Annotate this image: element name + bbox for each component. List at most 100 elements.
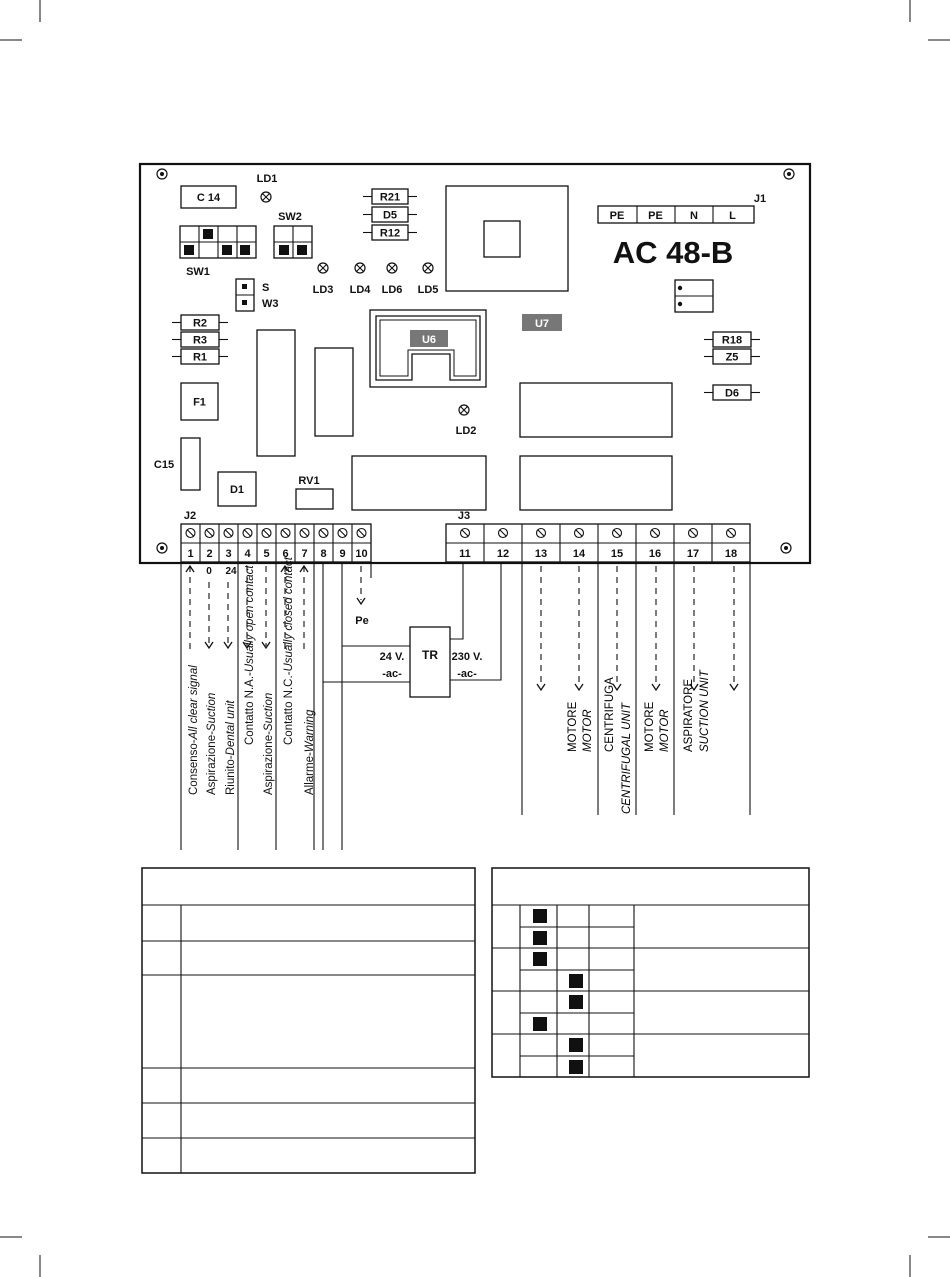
- j2-screw-slot: [206, 529, 213, 537]
- j2-wire-label-italic: Suction: [206, 693, 218, 731]
- dip-cell-filled: [533, 1017, 547, 1031]
- j2-arrow-down: [223, 641, 233, 650]
- j1-pin-label: L: [729, 210, 736, 222]
- j3-wire-label-italic: MOTOR: [582, 709, 594, 752]
- j2-terminal-number: 6: [282, 548, 288, 560]
- dip-cell-filled: [569, 1038, 583, 1052]
- j2-screw-slot: [320, 529, 327, 537]
- j3-terminal-number: 14: [573, 548, 586, 560]
- d6-diode-label: D6: [725, 388, 739, 400]
- j2-wire-label-italic: Suction: [263, 693, 275, 731]
- j2-screw-slot: [225, 529, 232, 537]
- pe-arrow: [356, 597, 366, 606]
- tr-ac-left-label: -ac-: [382, 668, 402, 680]
- r21-resistor-label: R21: [380, 192, 400, 204]
- ld2-label: LD2: [456, 425, 477, 437]
- ld1-led-cross-b: [262, 193, 270, 201]
- ld5-led-cross-b: [424, 264, 432, 272]
- c15-label: C15: [154, 459, 174, 471]
- j3-wire-label: MOTORE: [567, 701, 579, 752]
- j2-screw-slot: [263, 529, 270, 537]
- ld6-led-cross-b: [388, 264, 396, 272]
- s-label: S: [262, 282, 269, 294]
- j3-terminal-number: 12: [497, 548, 509, 560]
- j2-screw-slot: [358, 529, 365, 537]
- j2-terminal-number: 1: [187, 548, 193, 560]
- j3-terminal-number: 13: [535, 548, 547, 560]
- right-table: [491, 867, 810, 1078]
- ld2-led-cross-b: [460, 406, 468, 414]
- w3-label: W3: [262, 298, 279, 310]
- u6-chip: [410, 330, 448, 347]
- j3-terminal-number: 16: [649, 548, 661, 560]
- j3-screw-slot: [461, 529, 469, 537]
- ld4-label: LD4: [350, 284, 372, 296]
- j2-wire-label: Contatto N.C.-Usually closed contact: [283, 556, 295, 745]
- j3-terminal-number: 15: [611, 548, 623, 560]
- board-outline: [138, 162, 812, 565]
- ld6-label: LD6: [382, 284, 403, 296]
- j1-pin-label: PE: [610, 210, 625, 222]
- j3-arrow-down: [536, 683, 546, 692]
- tr-230v-label: 230 V.: [452, 651, 483, 663]
- z5-zener-label: Z5: [726, 352, 739, 364]
- relay-upper: [519, 382, 673, 438]
- connector-pin: [677, 301, 683, 307]
- transformer-core: [483, 220, 521, 258]
- c15-capacitor: [180, 437, 201, 491]
- j3-label: J3: [458, 510, 470, 522]
- ic-tall-left: [256, 329, 296, 457]
- f1-fuse: [180, 382, 219, 421]
- j3-wire-label: MOTORE: [644, 701, 656, 752]
- j2-terminal-number: 10: [355, 548, 367, 560]
- r1-resistor-label: R1: [193, 352, 207, 364]
- j2-screw-slot: [244, 529, 251, 537]
- j3-arrow-down: [574, 683, 584, 692]
- j1-terminal-block: [597, 205, 755, 224]
- j3-wire-label-italic: CENTRIFUGAL UNIT: [621, 702, 633, 814]
- j2-arrow-up: [299, 564, 309, 573]
- model-title: AC 48-B: [613, 235, 734, 270]
- j3-wire-label: ASPIRATORE: [683, 679, 695, 752]
- r12-resistor-label: R12: [380, 228, 400, 240]
- w3-pin: [242, 300, 247, 305]
- j2-wire-label: Aspirazione-Suction: [206, 693, 218, 795]
- j2-arrow-up: [280, 564, 290, 573]
- j3-screw-slot: [575, 529, 583, 537]
- connector-pin: [677, 285, 683, 291]
- j2-wire-label-italic: Usually open contact: [244, 565, 256, 673]
- u7-chip: [522, 314, 562, 331]
- d5-diode-label: D5: [383, 210, 397, 222]
- tr-secondary-wire: [450, 562, 464, 640]
- dip-cell-filled: [569, 995, 583, 1009]
- j2-wire-label: Riunito-Dental unit: [225, 700, 237, 795]
- pe-label: Pe: [355, 615, 368, 627]
- j2-wire-label: Aspirazione-Suction: [263, 693, 275, 795]
- mount-hole-bottom-right-center: [784, 546, 788, 550]
- terminal2-sublabel: 0: [206, 566, 212, 577]
- j3-wire-label-italic: MOTOR: [659, 709, 671, 752]
- j3-arrow-down: [729, 683, 739, 692]
- j2-arrow-down: [261, 641, 271, 650]
- u6-heatsink-outer: [369, 309, 487, 388]
- j1-label: J1: [754, 193, 766, 205]
- ld4-led-cross-b: [356, 264, 364, 272]
- j2-arrow-down: [204, 641, 214, 650]
- j2-wire-label-text: Consenso-: [188, 739, 200, 795]
- j2-wire-label-text: Riunito-: [225, 755, 237, 795]
- sw1-dip-on: [240, 245, 250, 255]
- j2-wire-label: Allarme-Warning: [304, 709, 316, 795]
- r18-resistor-label: R18: [722, 335, 742, 347]
- j3-screw-slot: [613, 529, 621, 537]
- terminal3-sublabel: 24: [225, 566, 237, 577]
- j3-terminal-number: 18: [725, 548, 737, 560]
- sw2-label: SW2: [278, 211, 302, 223]
- j3-screw-slot: [727, 529, 735, 537]
- j1-pin-label: N: [690, 210, 698, 222]
- d1-diode-label: D1: [230, 484, 244, 496]
- j2-label: J2: [184, 510, 196, 522]
- c14-capacitor: [180, 185, 237, 209]
- mount-hole-bottom-left-center: [160, 546, 164, 550]
- j3-arrow-down: [651, 683, 661, 692]
